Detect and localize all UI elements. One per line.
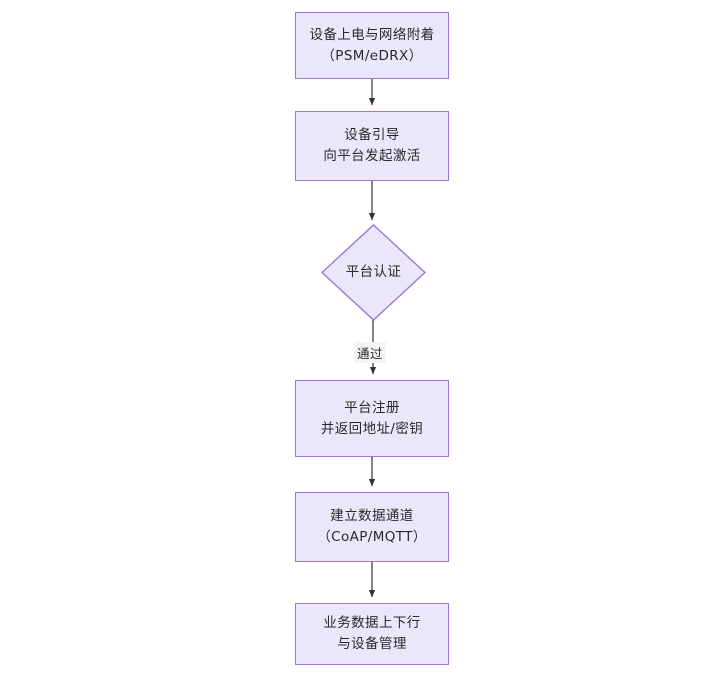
- node-power-on[interactable]: 设备上电与网络附着 （PSM/eDRX）: [295, 12, 449, 79]
- node-bootstrap-line1: 设备引导: [344, 127, 400, 144]
- node-business-data[interactable]: 业务数据上下行 与设备管理: [295, 603, 449, 665]
- node-business-data-line2: 与设备管理: [337, 636, 407, 652]
- node-platform-register-line2: 并返回地址/密钥: [320, 420, 424, 437]
- node-data-channel-line2: （CoAP/MQTT）: [317, 529, 427, 545]
- node-data-channel-line1: 建立数据通道: [330, 508, 414, 525]
- node-platform-register[interactable]: 平台注册 并返回地址/密钥: [295, 380, 449, 457]
- edge-label-pass: 通过: [354, 342, 387, 363]
- node-bootstrap-line2: 向平台发起激活: [323, 148, 421, 164]
- node-business-data-line1: 业务数据上下行: [323, 615, 421, 632]
- node-platform-auth[interactable]: 平台认证: [322, 224, 425, 320]
- node-platform-register-line1: 平台注册: [344, 399, 400, 416]
- node-power-on-line1: 设备上电与网络附着: [309, 26, 435, 43]
- node-bootstrap[interactable]: 设备引导 向平台发起激活: [295, 111, 449, 181]
- node-power-on-line2: （PSM/eDRX）: [321, 47, 423, 64]
- node-data-channel[interactable]: 建立数据通道 （CoAP/MQTT）: [295, 492, 449, 562]
- node-platform-auth-label: 平台认证: [345, 263, 402, 280]
